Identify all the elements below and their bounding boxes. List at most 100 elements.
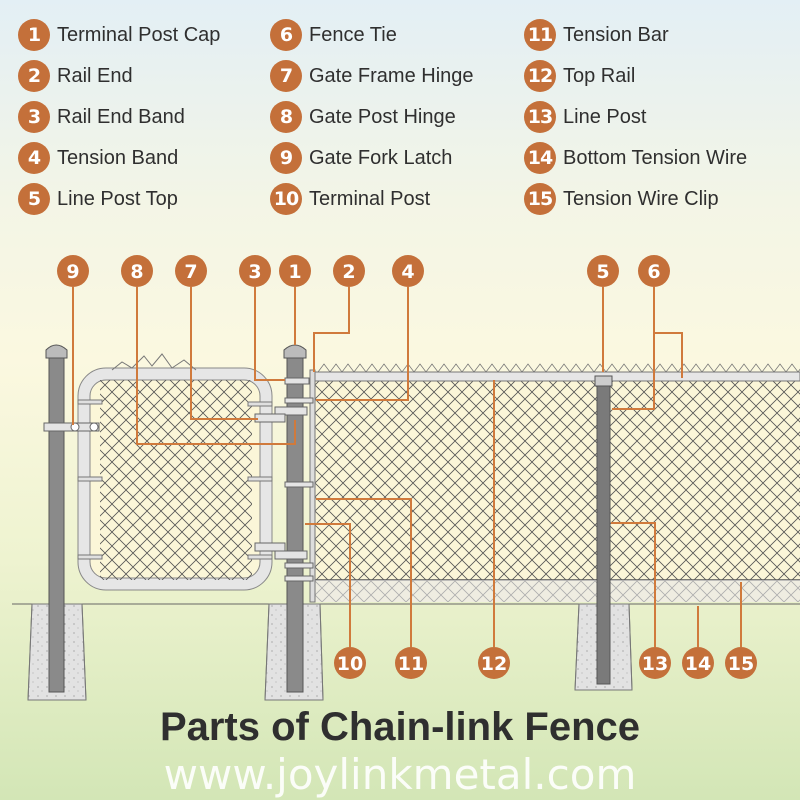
- callout-number: 14: [685, 653, 711, 675]
- gate-post-hinge-top: [274, 406, 308, 416]
- leader-line: [316, 287, 409, 401]
- callout-badge: 1: [279, 255, 311, 287]
- legend-label: Fence Tie: [309, 23, 397, 46]
- callout-circle: [279, 255, 311, 287]
- leader-line: [611, 522, 656, 647]
- callout-number: 2: [342, 261, 355, 283]
- terminal-post-cap: [283, 344, 307, 359]
- number-badge: 4: [18, 142, 50, 174]
- legend-item: 2 Rail End: [18, 60, 133, 92]
- callout-circle: [395, 647, 427, 679]
- callout-circle: [478, 647, 510, 679]
- legend-label: Tension Band: [57, 146, 179, 169]
- callout-number: 7: [184, 261, 197, 283]
- legend-item: 4 Tension Band: [18, 142, 178, 174]
- legend-label: Rail End Band: [57, 105, 185, 128]
- legend-label: Gate Post Hinge: [309, 105, 456, 128]
- callout-circle: [639, 647, 671, 679]
- tension-band: [284, 397, 314, 404]
- number-badge: 1: [18, 19, 50, 51]
- callout-number: 9: [66, 261, 79, 283]
- legend-item: 14 Bottom Tension Wire: [524, 142, 747, 174]
- number-badge: 5: [18, 183, 50, 215]
- gate-frame-hinge-bottom: [254, 542, 286, 552]
- legend-item: 5 Line Post Top: [18, 183, 178, 215]
- callout-circle: [334, 647, 366, 679]
- legend-item: 10 Terminal Post: [270, 183, 430, 215]
- number-badge: 3: [18, 101, 50, 133]
- leader-line: [305, 523, 351, 647]
- legend-item: 8 Gate Post Hinge: [270, 101, 456, 133]
- number-badge: 12: [524, 60, 556, 92]
- legend-label: Bottom Tension Wire: [563, 146, 748, 169]
- number-badge: 13: [524, 101, 556, 133]
- callout-number: 12: [481, 653, 507, 675]
- callout-badge: 13: [639, 647, 671, 679]
- number-badge: 14: [524, 142, 556, 174]
- callout-number: 11: [398, 653, 424, 675]
- legend-item: 3 Rail End Band: [18, 101, 185, 133]
- fence-fabric: [309, 363, 800, 603]
- legend-label: Top Rail: [563, 64, 636, 87]
- legend-label: Rail End: [57, 64, 133, 87]
- leader-line: [254, 287, 285, 381]
- callout-circle: [239, 255, 271, 287]
- legend-label: Tension Bar: [563, 23, 669, 46]
- gate-post-hinge-bottom: [274, 550, 308, 560]
- callout-number: 10: [337, 653, 363, 675]
- callout-number: 15: [728, 653, 754, 675]
- callout-number: 8: [130, 261, 143, 283]
- hardware: [43, 377, 314, 582]
- line-post-top: [594, 375, 613, 387]
- leader-line: [316, 498, 412, 647]
- legend-item: 11 Tension Bar: [524, 19, 669, 51]
- callout-badge: 10: [334, 647, 366, 679]
- gate-post-cap: [45, 344, 68, 359]
- number-badge: 11: [524, 19, 556, 51]
- legend-label: Terminal Post: [309, 187, 431, 210]
- number-badge: 8: [270, 101, 302, 133]
- number-badge: 10: [270, 183, 302, 215]
- callout-circle: [638, 255, 670, 287]
- callout-circle: [121, 255, 153, 287]
- callout-circle: [725, 647, 757, 679]
- legend-item: 12 Top Rail: [524, 60, 635, 92]
- callout-badge: 12: [478, 647, 510, 679]
- callout-badge: 7: [175, 255, 207, 287]
- legend-label: Line Post Top: [57, 187, 178, 210]
- legend-label: Tension Wire Clip: [563, 187, 719, 210]
- callout-number: 13: [642, 653, 668, 675]
- leader-line: [136, 287, 296, 445]
- callout-badge: 11: [395, 647, 427, 679]
- diagram-title: Parts of Chain-link Fence: [159, 705, 641, 749]
- legend-label: Line Post: [563, 105, 647, 128]
- callout-circle: [175, 255, 207, 287]
- callout-badge: 8: [121, 255, 153, 287]
- line-post: [596, 383, 611, 685]
- callout-number: 5: [596, 261, 609, 283]
- callout-badge: 5: [587, 255, 619, 287]
- number-badge: 2: [18, 60, 50, 92]
- callout-circle: [682, 647, 714, 679]
- callout-leader-lines: [72, 287, 742, 647]
- rail-end-band: [284, 377, 310, 385]
- callout-circle: [333, 255, 365, 287]
- gate: [77, 353, 273, 591]
- callout-circle: [392, 255, 424, 287]
- callout-badge: 4: [392, 255, 424, 287]
- callout-circle: [57, 255, 89, 287]
- callout-circle: [587, 255, 619, 287]
- callout-badge: 2: [333, 255, 365, 287]
- top-rail: [311, 371, 800, 382]
- watermark: www.joylinkmetal.com: [163, 750, 637, 799]
- callout-number: 3: [248, 261, 261, 283]
- leader-line: [190, 287, 258, 420]
- terminal-post: [286, 353, 304, 693]
- legend-label: Terminal Post Cap: [57, 23, 221, 46]
